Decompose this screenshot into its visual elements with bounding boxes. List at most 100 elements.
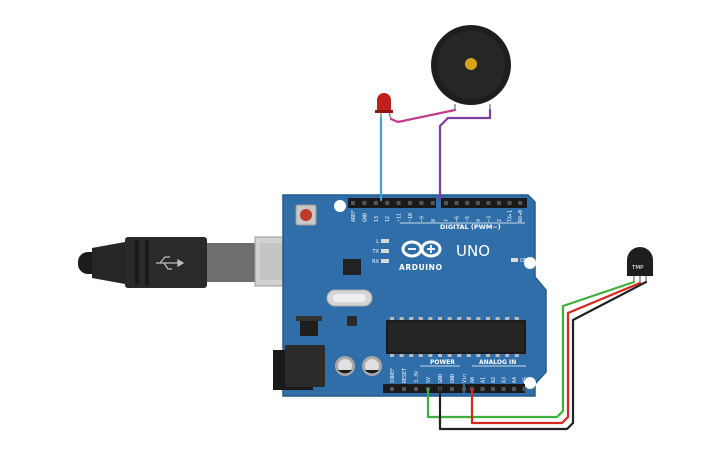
usb-icon xyxy=(156,256,185,270)
digital-pin[interactable] xyxy=(396,201,401,205)
status-led-label: L xyxy=(376,239,379,245)
chip-pin xyxy=(514,317,519,320)
power-pin-label: 3.3V xyxy=(414,371,420,383)
chip-pin xyxy=(486,317,490,320)
arduino-logo xyxy=(401,240,442,258)
digital-pin[interactable] xyxy=(419,201,424,205)
digital-pin[interactable] xyxy=(465,201,470,205)
on-led xyxy=(511,258,518,262)
atmega-chip-pins xyxy=(390,317,519,357)
wire-a0-to-sensor[interactable] xyxy=(470,281,642,425)
power-pin-label: GND xyxy=(450,374,456,383)
chip-pin xyxy=(418,354,423,357)
analog-pin[interactable] xyxy=(480,387,485,391)
on-label: ON xyxy=(520,258,528,264)
chip-pin xyxy=(390,317,394,320)
analog-pin[interactable] xyxy=(501,387,506,391)
digital-pin-label: 13 xyxy=(374,216,380,222)
wire-5v-to-sensor[interactable] xyxy=(426,280,636,419)
wire-buzzer-to-pin8[interactable] xyxy=(438,108,492,202)
status-led xyxy=(381,259,389,263)
wire-gnd-to-sensor[interactable] xyxy=(438,280,648,431)
digital-pin[interactable] xyxy=(497,201,501,205)
chip-pin xyxy=(495,317,500,320)
mount-hole xyxy=(524,257,536,269)
capacitor xyxy=(335,356,355,376)
voltage-regulator xyxy=(296,316,322,336)
status-led-label: RX xyxy=(372,259,379,265)
digital-pin-label: ~9 xyxy=(419,216,425,222)
digital-pin[interactable] xyxy=(362,201,367,205)
chip-pin xyxy=(457,317,462,320)
atmega-chip xyxy=(386,320,526,354)
power-pin[interactable] xyxy=(414,387,418,391)
analog-pin[interactable] xyxy=(491,387,495,391)
power-header[interactable] xyxy=(383,384,463,393)
analog-pin[interactable] xyxy=(522,387,527,391)
mount-hole xyxy=(334,200,346,212)
chip-pin xyxy=(409,317,414,320)
capacitor xyxy=(362,356,382,376)
digital-pin[interactable] xyxy=(518,201,523,205)
power-pin[interactable] xyxy=(450,387,454,391)
red-led[interactable] xyxy=(375,93,393,120)
power-pin-label: 5V xyxy=(426,377,432,383)
brand-label: ARDUINO xyxy=(399,263,443,272)
digital-pin[interactable] xyxy=(385,201,390,205)
digital-pin[interactable] xyxy=(430,201,435,205)
chip-pin xyxy=(476,317,481,320)
status-led-label: TX xyxy=(372,249,380,255)
digital-pin[interactable] xyxy=(373,201,378,205)
digital-pin[interactable] xyxy=(486,201,491,205)
digital-pin-label: 2 xyxy=(497,219,503,222)
sensor-label: TMP xyxy=(631,265,644,271)
digital-pin-label: TX▸1 xyxy=(508,210,514,222)
chip-pin xyxy=(447,354,452,357)
chip-pin xyxy=(505,317,510,320)
analog-pin-label: A2 xyxy=(491,377,497,383)
power-label: POWER xyxy=(430,359,455,366)
crystal xyxy=(326,289,373,307)
digital-pin[interactable] xyxy=(454,201,459,205)
chip-pin xyxy=(418,317,423,320)
digital-pin-label: 7 xyxy=(444,219,450,222)
reset-button[interactable] xyxy=(295,204,317,226)
analog-pin-label: A0 xyxy=(470,377,476,383)
digital-pin[interactable] xyxy=(408,201,412,205)
power-pin[interactable] xyxy=(390,387,394,391)
usb-chip xyxy=(343,259,361,275)
temperature-sensor[interactable] xyxy=(627,247,653,283)
power-pin[interactable] xyxy=(402,387,406,391)
digital-pin[interactable] xyxy=(351,201,355,205)
chip-pin xyxy=(476,354,481,357)
power-pin-label: Vin xyxy=(462,374,468,383)
digital-pin-label: 12 xyxy=(385,216,391,222)
dc-power-jack[interactable] xyxy=(273,345,325,390)
chip-pin xyxy=(457,354,462,357)
wire-led-to-buzzer[interactable] xyxy=(389,108,457,124)
digital-header[interactable] xyxy=(348,198,527,208)
digital-pin-label: 8 xyxy=(431,219,437,222)
power-pin[interactable] xyxy=(462,387,466,391)
digital-pin[interactable] xyxy=(475,201,480,205)
model-label: UNO xyxy=(456,242,490,260)
piezo-buzzer[interactable] xyxy=(431,25,511,110)
chip-pin xyxy=(438,317,442,320)
chip-pin xyxy=(409,354,414,357)
analog-pin[interactable] xyxy=(512,387,516,391)
chip-pin xyxy=(399,317,404,320)
digital-pin-label: ~11 xyxy=(397,213,403,222)
chip-pin xyxy=(399,354,404,357)
digital-pin-label: ~6 xyxy=(455,216,461,222)
chip-pin xyxy=(390,354,394,357)
power-pin-label: GND xyxy=(438,374,444,383)
digital-pin[interactable] xyxy=(444,201,448,205)
onboard-leds: L TX RX xyxy=(372,239,389,265)
chip-pin xyxy=(495,354,500,357)
analog-pin-label: A5 xyxy=(523,377,529,383)
digital-pin-label: GND xyxy=(362,213,368,222)
chip-pin xyxy=(428,317,433,320)
digital-pin[interactable] xyxy=(507,201,512,205)
analog-label: ANALOG IN xyxy=(479,359,516,366)
